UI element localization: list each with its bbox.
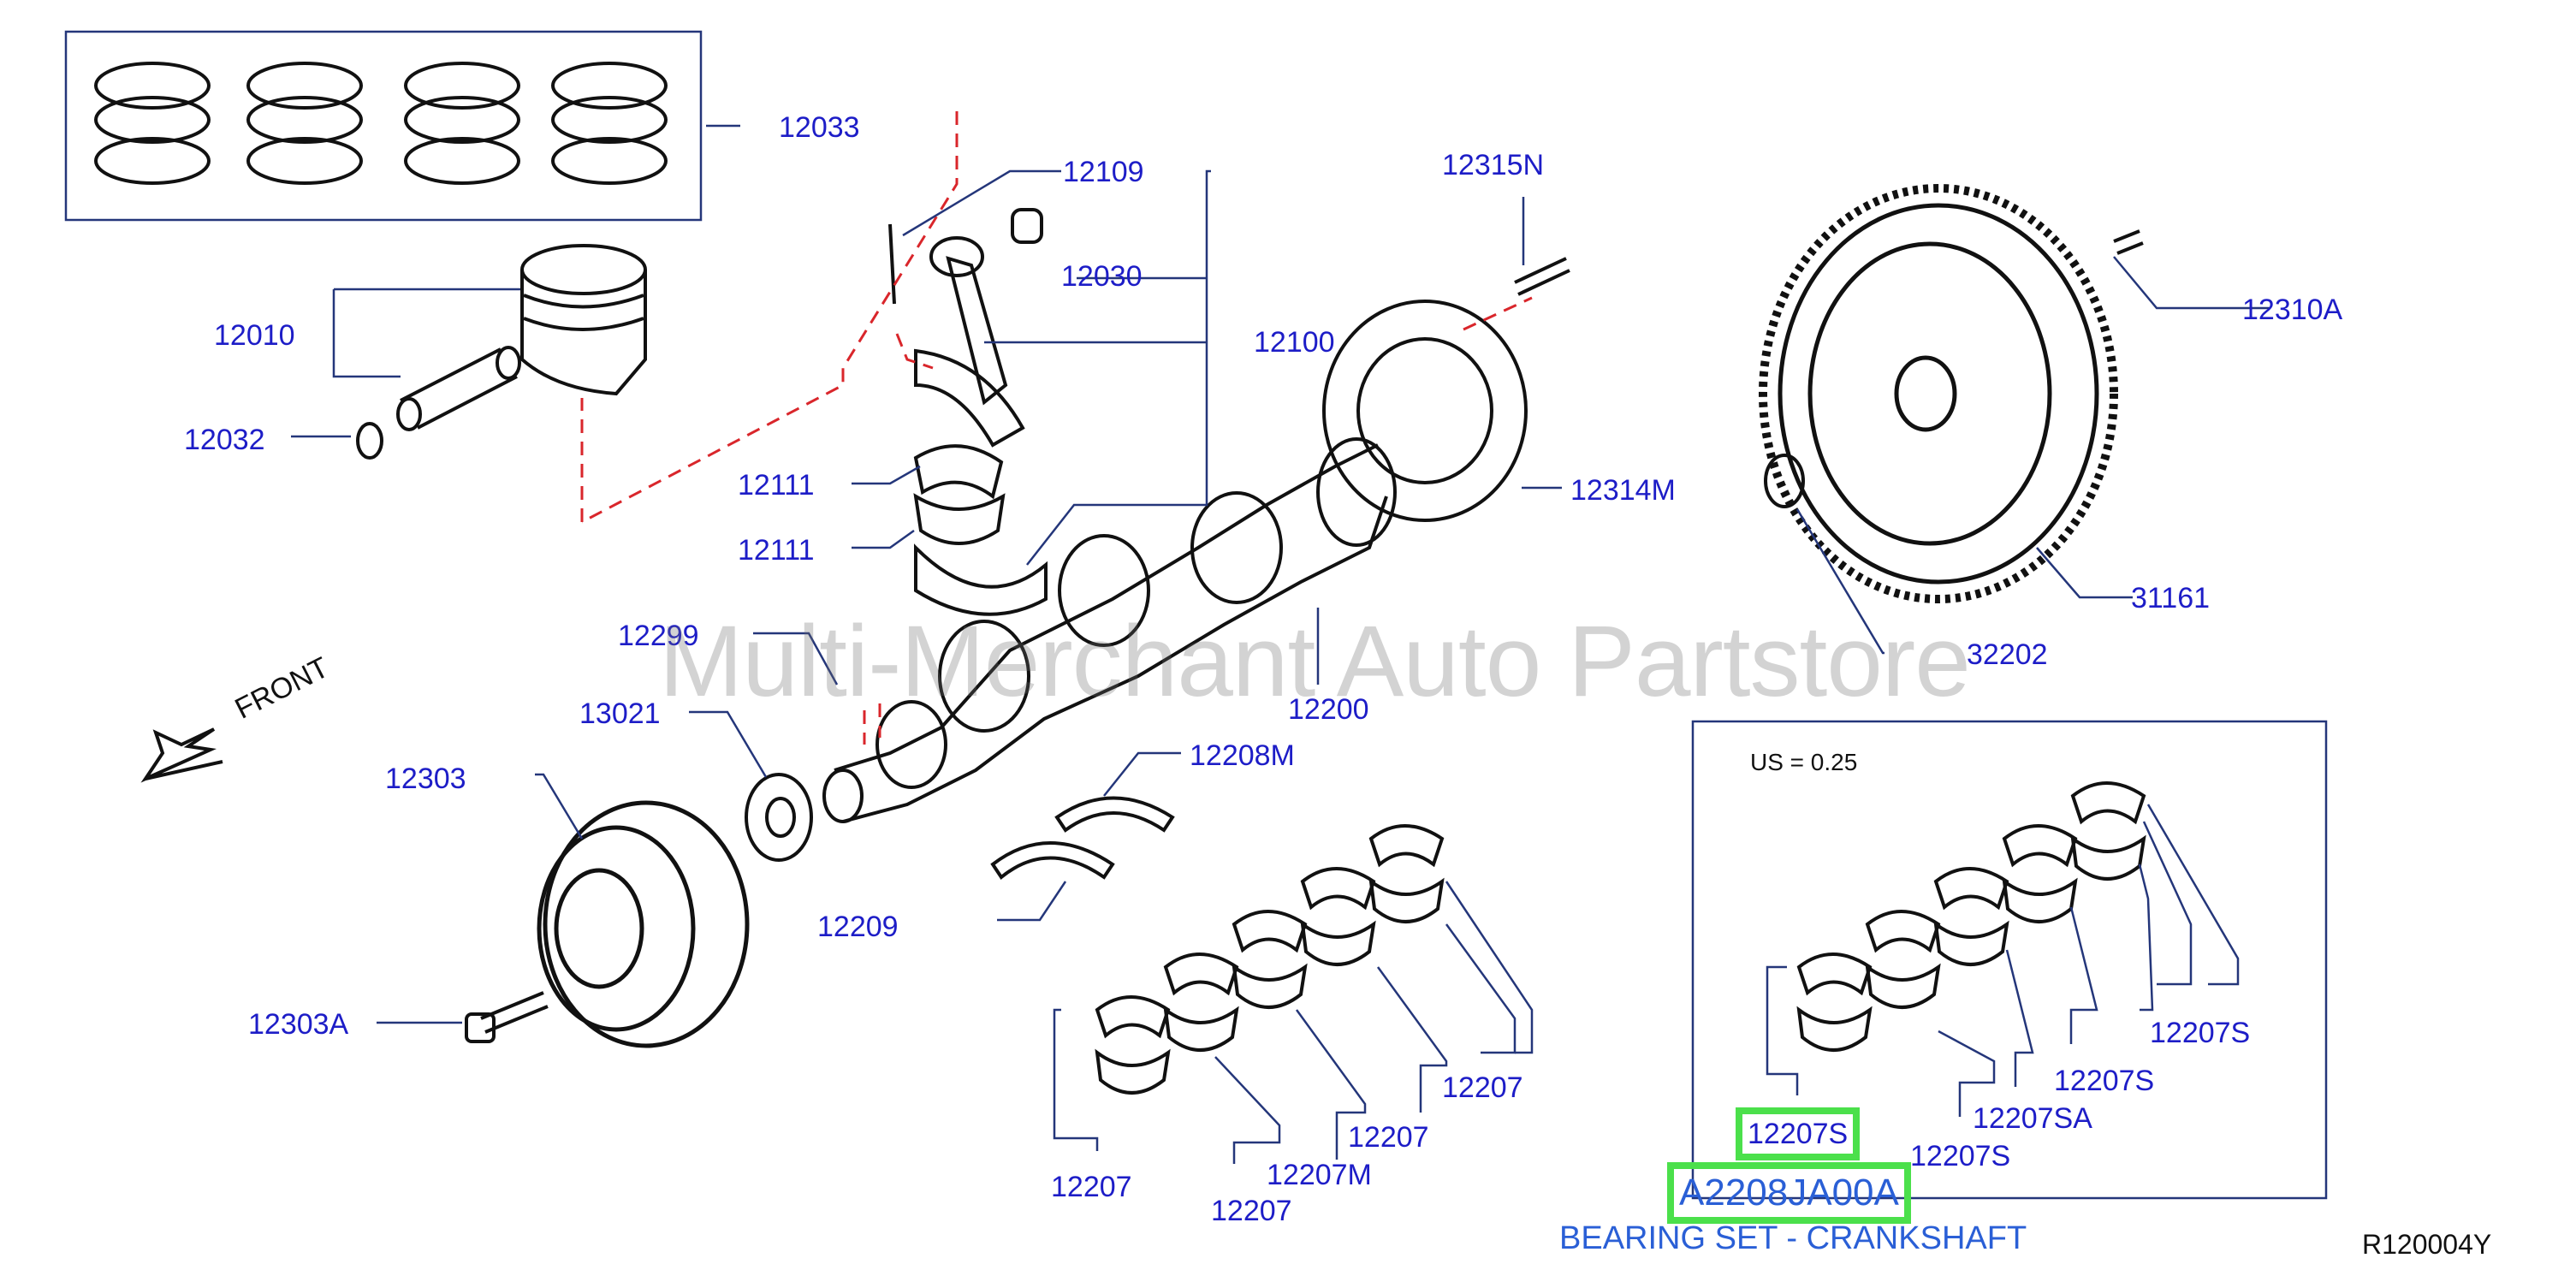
- label-12207-b[interactable]: 12207: [1348, 1121, 1429, 1154]
- piston: [520, 244, 647, 396]
- label-12207-d[interactable]: 12207: [1211, 1195, 1292, 1227]
- crank-sprocket: [745, 773, 813, 862]
- piston-ring-set: [94, 62, 668, 185]
- label-13021[interactable]: 13021: [579, 697, 661, 730]
- label-12010[interactable]: 12010: [214, 319, 295, 352]
- rod-bearing-lower: [913, 493, 1006, 545]
- label-12207S-a[interactable]: 12207S: [2150, 1017, 2251, 1049]
- assembly-dashes: [580, 111, 1533, 745]
- label-12208M[interactable]: 12208M: [1190, 739, 1295, 772]
- label-12207S-b[interactable]: 12207S: [2054, 1065, 2155, 1097]
- undersize-bearing-set: [1796, 781, 2146, 1052]
- watermark: Multi-Merchant Auto Partstore: [659, 605, 1971, 718]
- rod-cap: [914, 543, 1048, 616]
- label-12314M[interactable]: 12314M: [1570, 474, 1676, 507]
- label-12207SA[interactable]: 12207SA: [1973, 1102, 2092, 1135]
- label-12033[interactable]: 12033: [779, 111, 860, 144]
- label-12100[interactable]: 12100: [1254, 326, 1335, 359]
- undersize-note: US = 0.25: [1750, 749, 1858, 775]
- thrust-washer-b: [1054, 796, 1175, 833]
- snap-ring: [356, 422, 383, 460]
- label-12207-a[interactable]: 12207: [1442, 1071, 1523, 1104]
- label-12207S-highlighted[interactable]: 12207S: [1735, 1107, 1861, 1160]
- front-arrow: [140, 727, 223, 783]
- crank-pulley: [537, 800, 750, 1048]
- label-12111-upper[interactable]: 12111: [738, 469, 815, 501]
- label-32202[interactable]: 32202: [1967, 638, 2048, 671]
- label-12207M[interactable]: 12207M: [1267, 1159, 1372, 1191]
- label-12030[interactable]: 12030: [1061, 260, 1143, 293]
- diagram-ref-code: R120004Y: [2362, 1229, 2492, 1260]
- signal-plate-bolt: [1514, 257, 1570, 296]
- flywheel-bolt: [2113, 229, 2144, 255]
- label-12111-lower[interactable]: 12111: [738, 534, 815, 567]
- main-bearing-set: [1095, 824, 1445, 1095]
- leader-lines: [291, 124, 2270, 1164]
- pulley-bolt: [465, 991, 549, 1043]
- crankshaft: [822, 437, 1397, 823]
- label-12310A[interactable]: 12310A: [2242, 294, 2343, 326]
- label-12315N[interactable]: 12315N: [1442, 149, 1545, 181]
- label-12207S-c[interactable]: 12207S: [1910, 1140, 2011, 1172]
- label-12209[interactable]: 12209: [817, 911, 899, 943]
- label-12032[interactable]: 12032: [184, 424, 265, 456]
- connecting-rod: [888, 208, 1043, 448]
- flywheel: [1759, 184, 2118, 603]
- label-12303A[interactable]: 12303A: [248, 1008, 349, 1041]
- label-12200[interactable]: 12200: [1288, 693, 1369, 726]
- rod-bearing-upper: [913, 444, 1004, 500]
- label-31161[interactable]: 31161: [2131, 582, 2211, 614]
- label-12299[interactable]: 12299: [618, 620, 699, 652]
- label-12207-c[interactable]: 12207: [1051, 1171, 1132, 1203]
- undersize-box: [1691, 720, 2328, 1200]
- label-12303[interactable]: 12303: [385, 763, 466, 795]
- highlight-part-number[interactable]: A2208JA00A: [1667, 1162, 1911, 1224]
- piston-ring-box: [64, 30, 703, 222]
- highlight-description: BEARING SET - CRANKSHAFT: [1559, 1220, 2027, 1256]
- label-12109[interactable]: 12109: [1063, 156, 1144, 188]
- thrust-washer-a: [990, 841, 1115, 880]
- signal-plate: [1322, 300, 1528, 522]
- piston-pin: [396, 346, 521, 431]
- pilot-bushing: [1764, 454, 1805, 508]
